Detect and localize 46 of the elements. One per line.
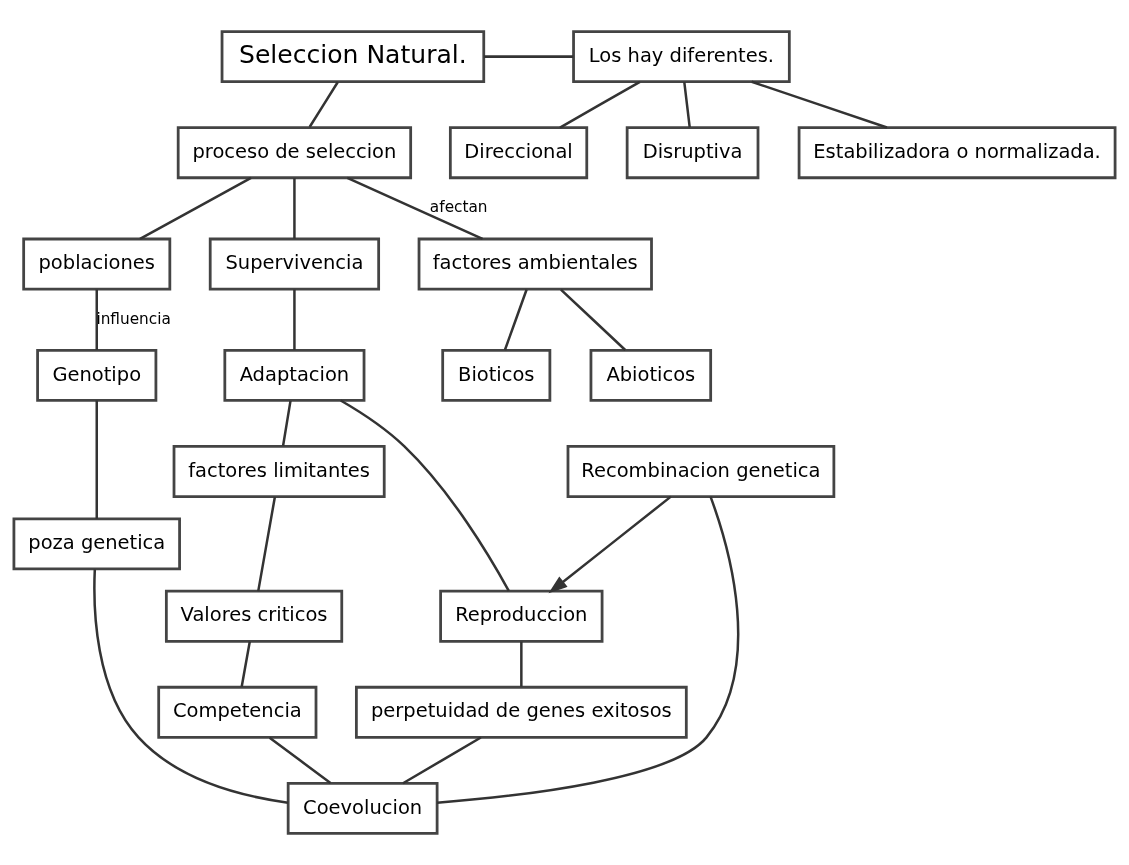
node-box: factores limitantes	[172, 445, 386, 498]
connector	[257, 496, 277, 592]
node-box: Los hay diferentes.	[572, 30, 791, 84]
arrow	[548, 495, 672, 594]
node-box: Adaptacion	[223, 348, 366, 402]
connector	[268, 736, 332, 785]
edge-label: afectan	[429, 198, 488, 217]
connector	[308, 81, 339, 128]
connector	[281, 400, 292, 447]
node-box: Valores criticos	[164, 589, 344, 643]
connector	[503, 289, 528, 351]
node-box: Coevolucion	[286, 781, 439, 835]
connector	[751, 80, 888, 129]
node-box: Estabilizadora o normalizada.	[797, 126, 1117, 180]
connector	[95, 400, 98, 519]
node-box: poblaciones	[22, 237, 172, 291]
connector	[559, 80, 641, 129]
connector	[139, 176, 252, 240]
node-box: perpetuidad de genes exitosos	[355, 685, 688, 739]
node-box: Direccional	[448, 126, 589, 180]
connector	[240, 641, 251, 687]
connector	[95, 289, 98, 350]
node-box: Competencia	[157, 685, 318, 739]
node-box: Recombinacion genetica	[566, 445, 836, 498]
connector	[437, 496, 740, 804]
node-box: Bioticos	[441, 348, 552, 402]
connector	[560, 288, 627, 351]
node-box: Seleccion Natural.	[220, 30, 486, 84]
connector	[340, 399, 510, 592]
connector	[93, 569, 289, 804]
connector	[293, 289, 296, 350]
node-box: Reproduccion	[439, 589, 604, 643]
node-box: poza genetica	[12, 517, 181, 571]
node-box: factores ambientales	[417, 237, 653, 291]
connector	[402, 736, 482, 785]
node-box: Genotipo	[36, 348, 158, 402]
connector	[683, 81, 691, 128]
edge-label: influencia	[96, 309, 171, 328]
node-box: Supervivencia	[208, 237, 381, 291]
node-box: Disruptiva	[625, 126, 760, 180]
node-box: Abioticos	[589, 348, 713, 402]
connector	[293, 178, 296, 239]
node-box: proceso de seleccion	[176, 126, 413, 180]
connector	[483, 55, 574, 58]
connector	[520, 641, 523, 687]
connector	[346, 176, 484, 241]
